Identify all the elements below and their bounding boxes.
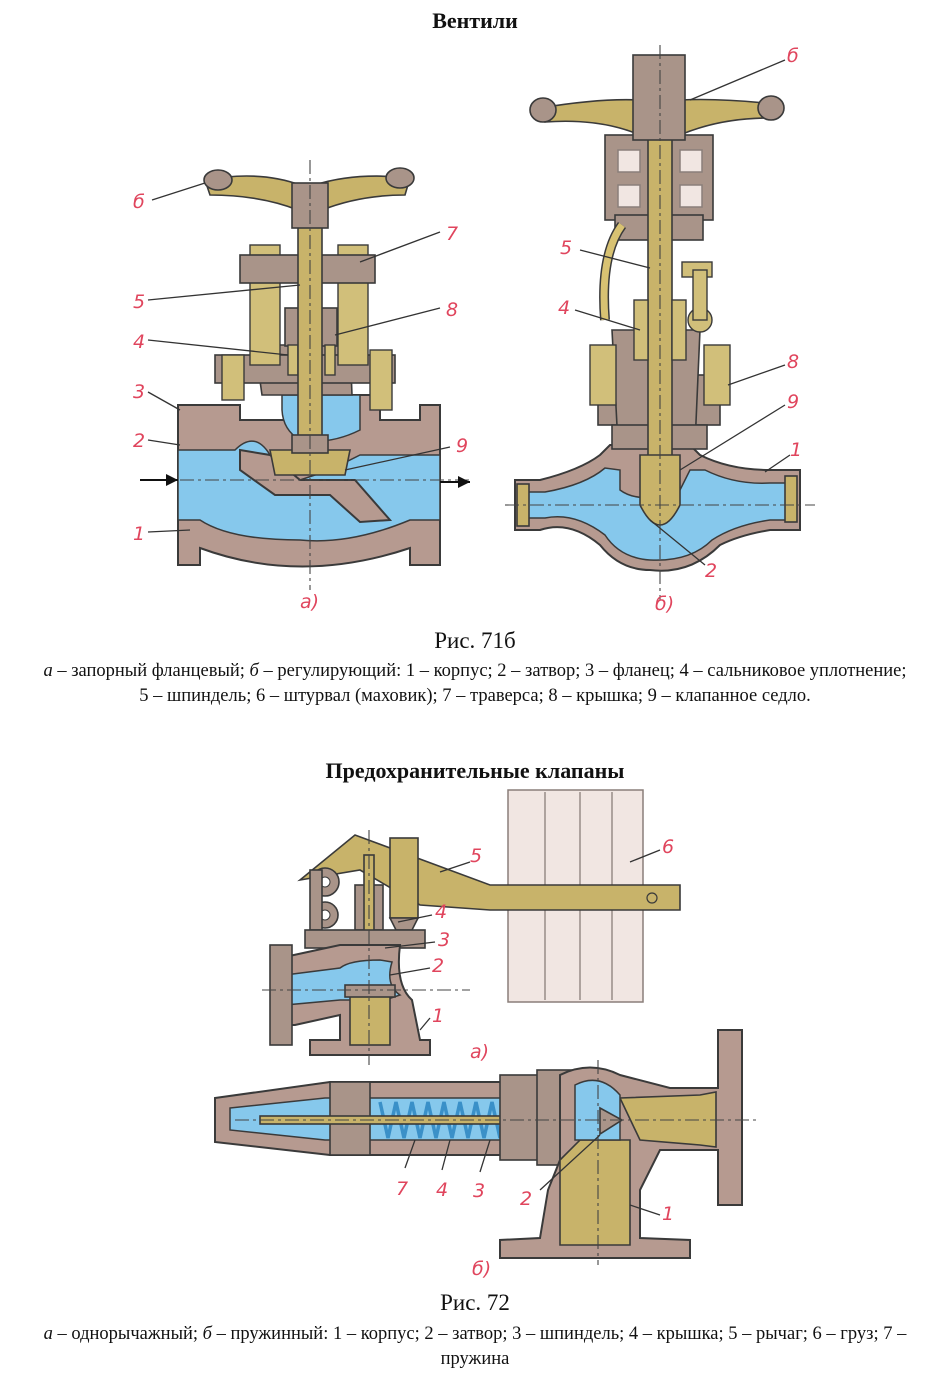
fig71a-label-8: 8	[446, 299, 458, 321]
fig72-caption: а – однорычажный; б – пружинный: 1 – кор…	[40, 1322, 910, 1372]
fig72-number: Рис. 72	[440, 1290, 510, 1315]
fig71a-label-1: 1	[133, 523, 145, 545]
fig71-caption-a: а	[43, 661, 53, 681]
fig71-caption: а – запорный фланцевый; б – регулирующий…	[40, 659, 910, 709]
fig71-caption-part2: – регулирующий: 1 – корпус; 2 – затвор; …	[139, 661, 907, 706]
fig71b-label-2: 2	[705, 560, 717, 582]
fig72b-label-4: 4	[436, 1179, 448, 1201]
fig71b-label-4: 4	[558, 297, 570, 319]
fig71b-label-6: б	[787, 45, 799, 67]
safety-valve-spring-drawing	[214, 1029, 760, 1265]
fig71a-label-3: 3	[133, 381, 145, 403]
fig71a-label-6: б	[133, 191, 145, 213]
fig71b-label-5: 5	[560, 237, 572, 259]
fig71-number: Рис. 71б	[434, 628, 516, 653]
fig71a-label-5: 5	[133, 291, 145, 313]
fig71a-label-2: 2	[133, 430, 145, 452]
valve-control-drawing	[505, 45, 815, 600]
fig71b-label-1: 1	[790, 439, 802, 461]
heading-valves: Вентили	[432, 8, 518, 33]
fig71b-label-8: 8	[787, 351, 799, 373]
fig72b-label-3: 3	[473, 1180, 485, 1202]
fig72a-label-5: 5	[470, 845, 482, 867]
fig71a-label-9: 9	[456, 435, 468, 457]
fig72a-label-4: 4	[435, 901, 447, 923]
fig72-caption-part1: – однорычажный;	[52, 1324, 203, 1344]
valve-shutoff-flanged-drawing	[140, 160, 470, 590]
fig72b-label-1: 1	[662, 1203, 674, 1225]
fig72a-label-6: 6	[662, 836, 674, 858]
fig72-caption-part2: – пружинный: 1 – корпус; 2 – затвор; 3 –…	[211, 1324, 907, 1369]
fig72-caption-b: б	[202, 1324, 212, 1344]
fig72-subfig-a: а)	[470, 1041, 489, 1063]
fig72b-label-7: 7	[396, 1178, 408, 1200]
fig72a-label-3: 3	[438, 929, 450, 951]
fig71a-label-4: 4	[133, 331, 145, 353]
fig72a-label-1: 1	[432, 1005, 444, 1027]
fig72b-label-2: 2	[520, 1188, 532, 1210]
fig72-subfig-b: б)	[472, 1258, 491, 1280]
safety-valve-lever-drawing	[262, 789, 681, 1065]
fig72a-label-2: 2	[432, 955, 444, 977]
fig72-caption-a: а	[43, 1324, 53, 1344]
fig71-caption-part1: – запорный фланцевый;	[52, 661, 250, 681]
fig71-caption-b: б	[249, 661, 259, 681]
fig71b-label-9: 9	[787, 391, 799, 413]
fig71-subfig-b: б)	[655, 593, 674, 615]
fig71a-label-7: 7	[446, 223, 458, 245]
fig71-subfig-a: а)	[300, 591, 319, 613]
heading-safety-valves: Предохранительные клапаны	[325, 758, 625, 783]
